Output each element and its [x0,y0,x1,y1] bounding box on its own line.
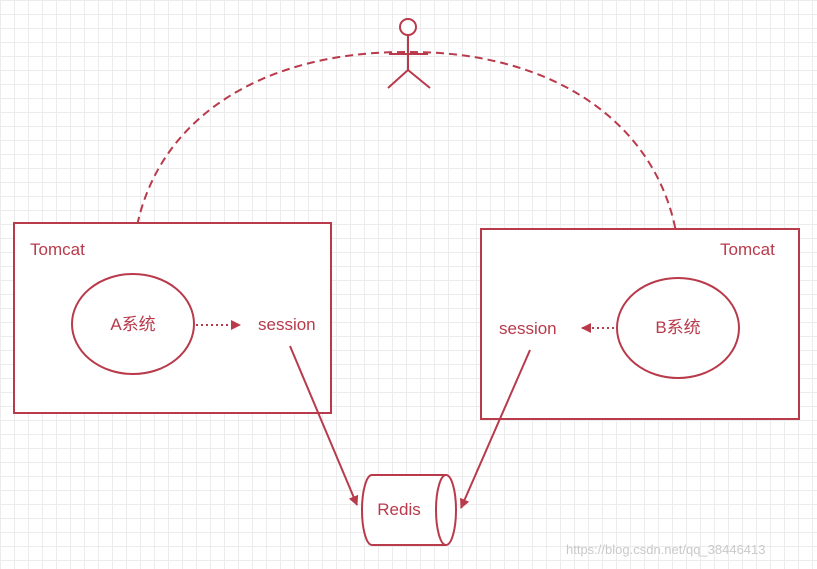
redis-label: Redis [377,500,421,519]
b-system-label: B系统 [655,318,701,337]
left-session-to-redis-arrow [289,345,359,506]
left-tomcat-label: Tomcat [30,240,85,259]
user-actor-icon [387,18,431,89]
b-system-node [616,277,740,379]
watermark-text: https://blog.csdn.net/qq_38446413 [566,542,766,557]
right-tomcat-label: Tomcat [720,240,775,259]
user-to-b-system-arrow [409,51,685,276]
a-system-label: A系统 [110,315,156,334]
right-session-to-redis-arrow [460,349,531,509]
right-session-label: session [499,319,557,338]
a-system-node [71,273,195,375]
redis-cylinder-icon [361,474,457,546]
left-session-label: session [258,315,316,334]
